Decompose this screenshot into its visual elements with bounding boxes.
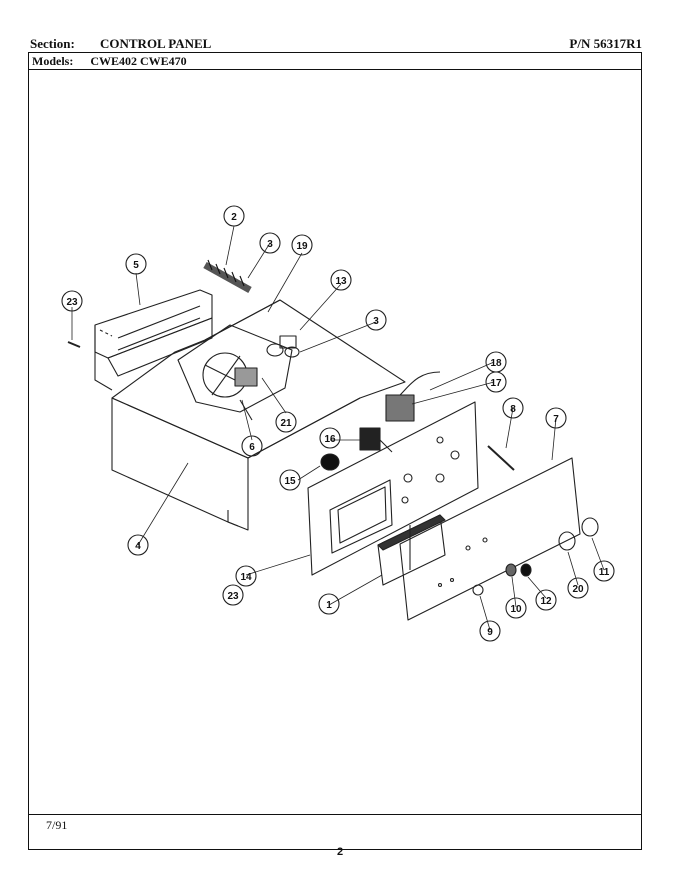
svg-text:6: 6 [249, 442, 255, 453]
svg-text:9: 9 [487, 627, 493, 638]
models-value: CWE402 CWE470 [90, 54, 187, 68]
callout-9: 9 [479, 620, 501, 642]
callout-4: 4 [127, 534, 149, 556]
svg-text:12: 12 [540, 596, 552, 607]
callout-23b: 23 [222, 584, 244, 606]
callout-14: 14 [235, 565, 257, 587]
footer-divider [28, 814, 642, 815]
mounting-bracket [94, 289, 213, 391]
svg-text:21: 21 [280, 418, 292, 429]
callout-5: 5 [125, 253, 147, 275]
models-row: Models: CWE402 CWE470 [32, 54, 187, 69]
control-knobs [472, 517, 599, 596]
svg-text:18: 18 [490, 358, 502, 369]
svg-text:4: 4 [135, 541, 141, 552]
callout-19: 19 [291, 234, 313, 256]
header-divider [28, 69, 642, 70]
svg-text:2: 2 [231, 212, 237, 223]
svg-text:8: 8 [510, 404, 516, 415]
svg-text:7: 7 [553, 414, 559, 425]
svg-text:19: 19 [296, 241, 308, 252]
callout-12: 12 [535, 589, 557, 611]
timer-module [377, 514, 446, 586]
callout-6: 6 [241, 435, 263, 457]
svg-text:20: 20 [572, 584, 584, 595]
callout-17: 17 [485, 371, 507, 393]
motor-assembly [177, 324, 293, 421]
svg-text:23: 23 [66, 297, 78, 308]
mounting-rod [487, 445, 515, 471]
header: Section: CONTROL PANEL P/N 56317R1 [30, 36, 642, 53]
mounting-screws [67, 329, 113, 348]
revision-date: 7/91 [46, 818, 68, 832]
callout-1: 1 [318, 593, 340, 615]
svg-text:13: 13 [335, 276, 347, 287]
section-value: CONTROL PANEL [100, 36, 212, 51]
svg-text:5: 5 [133, 260, 139, 271]
svg-text:23: 23 [227, 591, 239, 602]
control-housing [111, 299, 406, 531]
callout-21: 21 [275, 411, 297, 433]
svg-text:3: 3 [267, 239, 273, 250]
selector-knob [320, 453, 340, 471]
callout-13: 13 [330, 269, 352, 291]
callout-3b: 3 [365, 309, 387, 331]
callout-10: 10 [505, 597, 527, 619]
callout-15: 15 [279, 469, 301, 491]
page-number: 2 [336, 846, 344, 858]
callout-23a: 23 [61, 290, 83, 312]
callout-3a: 3 [259, 232, 281, 254]
front-panel-frame [307, 401, 479, 576]
callout-18: 18 [485, 351, 507, 373]
section-label: Section: [30, 36, 75, 51]
callout-11: 11 [593, 560, 615, 582]
part-number: P/N 56317R1 [569, 36, 642, 51]
diagram-frame [28, 52, 642, 850]
svg-text:10: 10 [510, 604, 522, 615]
svg-text:17: 17 [490, 378, 502, 389]
svg-text:1: 1 [326, 600, 332, 611]
callout-16: 16 [319, 427, 341, 449]
console-glass [399, 457, 581, 621]
callout-20: 20 [567, 577, 589, 599]
callout-2: 2 [223, 205, 245, 227]
callout-8: 8 [502, 397, 524, 419]
models-label: Models: [32, 54, 74, 68]
svg-text:14: 14 [240, 572, 252, 583]
svg-text:3: 3 [373, 316, 379, 327]
bushing-parts [203, 259, 300, 358]
leader-lines [71, 225, 605, 631]
switch-assembly [359, 371, 441, 453]
svg-text:15: 15 [284, 476, 296, 487]
callout-bubbles: 2 3 5 19 13 3 23 21 6 4 16 15 18 17 8 7 … [61, 205, 615, 642]
svg-text:16: 16 [324, 434, 336, 445]
callout-7: 7 [545, 407, 567, 429]
svg-text:11: 11 [599, 567, 610, 578]
